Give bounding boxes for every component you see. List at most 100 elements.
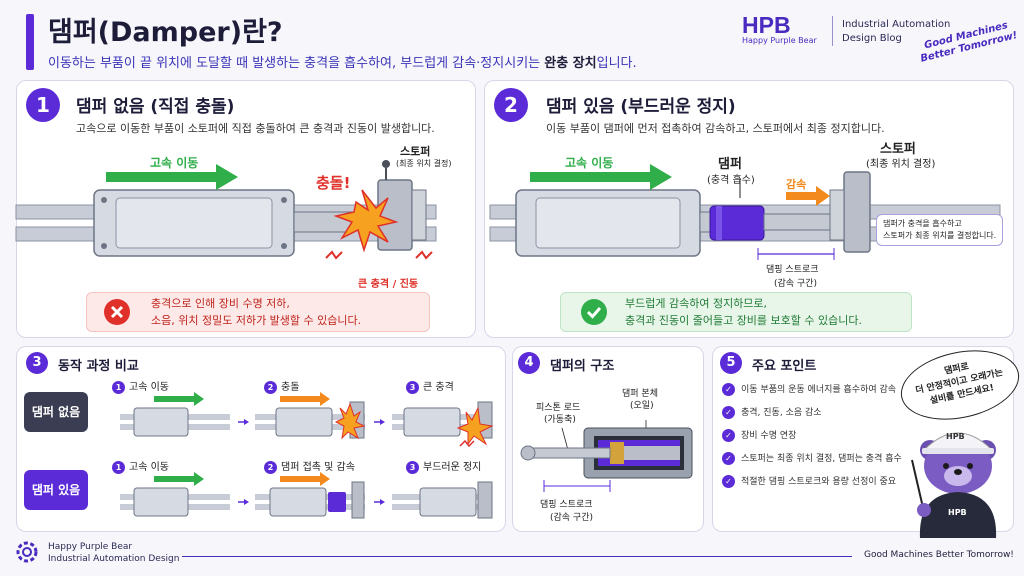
damper-body-sub: (오일) bbox=[630, 401, 654, 411]
section-2-title: 댐퍼 있음 (부드러운 정지) bbox=[546, 97, 736, 117]
blog-line-1: Industrial Automation bbox=[842, 19, 951, 30]
section-1-title: 댐퍼 없음 (직접 충돌) bbox=[76, 97, 235, 117]
row-label-with-damper: 댐퍼 있음 bbox=[24, 470, 88, 510]
row2-step-2-num: 2 bbox=[264, 461, 277, 474]
no-damper-stopper-label: 스토퍼 bbox=[400, 145, 431, 158]
check-icon bbox=[581, 299, 607, 325]
blog-line-2: Design Blog bbox=[842, 33, 902, 44]
row2-step-1-num: 1 bbox=[112, 461, 125, 474]
section-5-number: 5 bbox=[720, 352, 742, 374]
brand-logo-sub: Happy Purple Bear bbox=[742, 36, 817, 45]
row2-step-3-label: 부드러운 정지 bbox=[423, 462, 482, 473]
row2-step-2-label: 댐퍼 접촉 및 감속 bbox=[281, 462, 355, 473]
damper-stopper-sub: (최종 위치 결정) bbox=[866, 159, 936, 170]
no-damper-alert-line-1: 충격으로 인해 장비 수명 저하, bbox=[151, 297, 290, 310]
section-3-title: 동작 과정 비교 bbox=[58, 359, 139, 374]
row1-step-3-label: 큰 충격 bbox=[423, 382, 454, 393]
row2-step-3: 3 부드러운 정지 bbox=[406, 458, 481, 474]
section-1-number: 1 bbox=[26, 88, 60, 122]
row1-step-3: 3 큰 충격 bbox=[406, 378, 454, 394]
row1-step-2-label: 충돌 bbox=[281, 382, 300, 393]
footer-divider bbox=[182, 556, 852, 557]
mascot-hat-text: HPB bbox=[946, 432, 965, 441]
brand-logo: HPB bbox=[742, 12, 791, 38]
no-damper-illustration bbox=[15, 160, 437, 260]
piston-rod-sub: (가동축) bbox=[544, 415, 576, 425]
section-5-title: 주요 포인트 bbox=[752, 359, 817, 374]
row2-step-1: 1 고속 이동 bbox=[112, 458, 169, 474]
point-item-4: ✓ 스토퍼는 최종 위치 결정, 댐퍼는 충격 흡수 bbox=[722, 451, 902, 465]
damper-illustration bbox=[489, 164, 1001, 260]
damper-alert-line-1: 부드럽게 감속하여 정지하므로, bbox=[625, 297, 768, 310]
subtitle-text: 이동하는 부품이 끝 위치에 도달할 때 발생하는 충격을 흡수하여, 부드럽게… bbox=[48, 56, 545, 71]
x-icon bbox=[104, 299, 130, 325]
section-4-number: 4 bbox=[518, 352, 540, 374]
footer-slogan: Good Machines Better Tomorrow! bbox=[864, 550, 1014, 560]
no-damper-stopper-sub: (최종 위치 결정) bbox=[396, 159, 452, 168]
mascot-shirt-text: HPB bbox=[948, 508, 967, 517]
point-item-1: ✓ 이동 부품의 운동 에너지를 흡수하여 감속 bbox=[722, 382, 896, 396]
point-text-2: 충격, 진동, 소음 감소 bbox=[741, 408, 822, 418]
check-icon: ✓ bbox=[722, 383, 735, 396]
point-text-4: 스토퍼는 최종 위치 결정, 댐퍼는 충격 흡수 bbox=[741, 454, 902, 464]
subtitle-end: 입니다. bbox=[596, 56, 637, 71]
header-divider bbox=[832, 16, 833, 46]
damper-stopper-label: 스토퍼 bbox=[880, 142, 916, 157]
page-title: 댐퍼(Damper)란? bbox=[48, 17, 283, 48]
damper-note-line-1: 댐퍼가 충격을 흡수하고 bbox=[883, 219, 962, 228]
bear-mascot bbox=[911, 432, 997, 538]
damping-stroke-label: 댐핑 스트로크 bbox=[766, 265, 819, 275]
damper-sub: (충격 흡수) bbox=[707, 175, 755, 186]
title-accent-bar bbox=[26, 14, 34, 70]
point-item-5: ✓ 적절한 댐핑 스트로크와 용량 선정이 중요 bbox=[722, 474, 896, 488]
row1-step-1-num: 1 bbox=[112, 381, 125, 394]
no-damper-arrow-label: 고속 이동 bbox=[150, 156, 199, 170]
damper-note: 댐퍼가 충격을 흡수하고 스토퍼가 최종 위치를 결정합니다. bbox=[876, 214, 1004, 246]
no-damper-alert-line-2: 소음, 위치 정밀도 저하가 발생할 수 있습니다. bbox=[151, 314, 362, 327]
point-text-3: 장비 수명 연장 bbox=[741, 431, 797, 441]
point-text-5: 적절한 댐핑 스트로크와 용량 선정이 중요 bbox=[741, 477, 897, 487]
row-label-no-damper: 댐퍼 없음 bbox=[24, 392, 88, 432]
section-2-number: 2 bbox=[494, 88, 528, 122]
gear-icon bbox=[16, 541, 38, 563]
row1-step-1: 1 고속 이동 bbox=[112, 378, 169, 394]
check-icon: ✓ bbox=[722, 452, 735, 465]
footer-brand-line-2: Industrial Automation Design bbox=[48, 554, 180, 564]
no-damper-alert: 충격으로 인해 장비 수명 저하, 소음, 위치 정밀도 저하가 발생할 수 있… bbox=[86, 292, 430, 332]
row1-step-3-num: 3 bbox=[406, 381, 419, 394]
check-icon: ✓ bbox=[722, 475, 735, 488]
check-icon: ✓ bbox=[722, 406, 735, 419]
section-3-number: 3 bbox=[26, 352, 48, 374]
footer-brand-line-1: Happy Purple Bear bbox=[48, 542, 133, 552]
row2-step-2: 2 댐퍼 접촉 및 감속 bbox=[264, 458, 355, 474]
damper-alert: 부드럽게 감속하여 정지하므로, 충격과 진동이 줄어들고 장비를 보호할 수 … bbox=[560, 292, 912, 332]
damper-body-label: 댐퍼 본체 bbox=[622, 389, 658, 399]
process-steps-illustration bbox=[120, 392, 494, 519]
structure-stroke-sub: (감속 구간) bbox=[550, 513, 594, 523]
impact-label: 큰 충격 / 진동 bbox=[358, 279, 419, 290]
row1-step-2-num: 2 bbox=[264, 381, 277, 394]
damper-label: 댐퍼 bbox=[718, 157, 742, 172]
row1-step-1-label: 고속 이동 bbox=[129, 382, 169, 393]
subtitle-bold: 완충 장치 bbox=[544, 56, 597, 71]
crash-label: 충돌! bbox=[316, 174, 351, 192]
check-icon: ✓ bbox=[722, 429, 735, 442]
point-item-3: ✓ 장비 수명 연장 bbox=[722, 428, 796, 442]
point-text-1: 이동 부품의 운동 에너지를 흡수하여 감속 bbox=[741, 385, 897, 395]
structure-stroke-label: 댐핑 스트로크 bbox=[540, 500, 593, 510]
piston-rod-label: 피스톤 로드 bbox=[536, 403, 581, 413]
damping-stroke-sub: (감속 구간) bbox=[774, 279, 818, 289]
point-item-2: ✓ 충격, 진동, 소음 감소 bbox=[722, 405, 822, 419]
damper-note-line-2: 스토퍼가 최종 위치를 결정합니다. bbox=[883, 231, 997, 240]
damper-alert-line-2: 충격과 진동이 줄어들고 장비를 보호할 수 있습니다. bbox=[625, 314, 862, 327]
damper-structure-diagram bbox=[520, 420, 693, 492]
row2-step-1-label: 고속 이동 bbox=[129, 462, 169, 473]
section-2-desc: 이동 부품이 댐퍼에 먼저 접촉하여 감속하고, 스토퍼에서 최종 정지합니다. bbox=[546, 122, 885, 135]
page-subtitle: 이동하는 부품이 끝 위치에 도달할 때 발생하는 충격을 흡수하여, 부드럽게… bbox=[48, 52, 637, 71]
section-4-title: 댐퍼의 구조 bbox=[550, 359, 615, 374]
row2-step-3-num: 3 bbox=[406, 461, 419, 474]
section-1-desc: 고속으로 이동한 부품이 소토퍼에 직접 충돌하여 큰 충격과 진동이 발생합니… bbox=[76, 122, 435, 135]
damper-arrow-label: 고속 이동 bbox=[565, 156, 614, 170]
row1-step-2: 2 충돌 bbox=[264, 378, 299, 394]
